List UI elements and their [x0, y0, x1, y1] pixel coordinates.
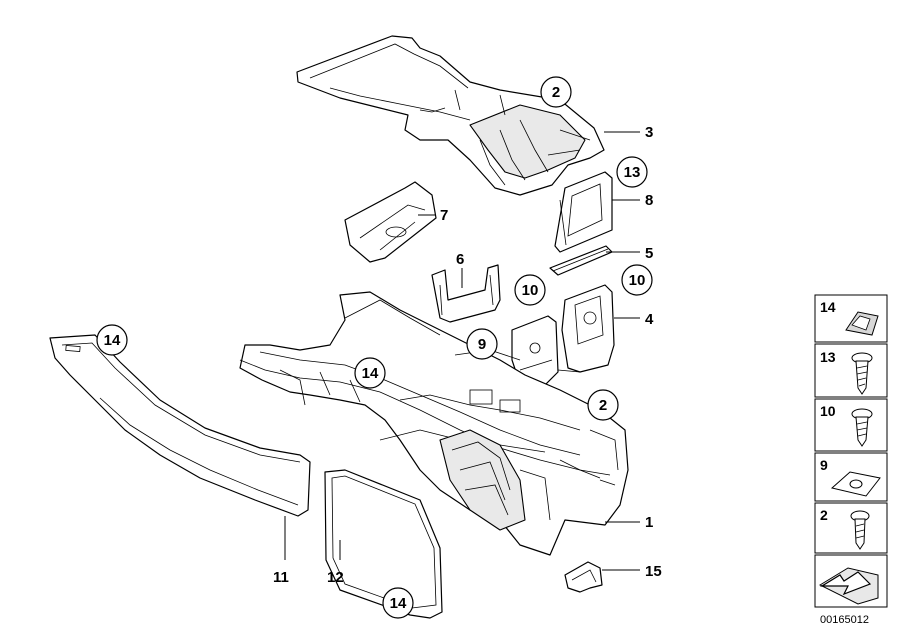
- svg-text:14: 14: [390, 595, 407, 612]
- svg-text:10: 10: [820, 403, 836, 419]
- circled-ref-9: 9: [466, 328, 498, 360]
- legend-item-10: 10: [814, 398, 888, 452]
- part-6-bracket: [431, 264, 501, 323]
- callout-6: 6: [456, 251, 464, 268]
- circled-refs: 2 13 10 10 9 14 14 2 14: [96, 76, 653, 619]
- part-4-bracket-plate: [511, 284, 615, 386]
- svg-text:9: 9: [820, 457, 828, 473]
- legend-item-2: 2: [814, 502, 888, 554]
- callout-7: 7: [440, 207, 448, 224]
- leader-lines: [284, 131, 640, 571]
- legend-item-9: 9: [814, 452, 888, 502]
- callout-4: 4: [645, 311, 654, 328]
- svg-text:2: 2: [820, 507, 828, 523]
- circled-ref-2-mid: 2: [587, 389, 619, 421]
- callout-12: 12: [327, 569, 344, 586]
- callout-8: 8: [645, 192, 653, 209]
- circled-ref-14-bottom: 14: [382, 587, 414, 619]
- part-11-side-trim: [49, 334, 311, 517]
- callout-15: 15: [645, 563, 662, 580]
- callout-1: 1: [645, 514, 653, 531]
- direction-arrow-icon: [818, 567, 879, 605]
- screw-icon: [850, 510, 870, 550]
- legend-arrow-box: [814, 554, 888, 608]
- part-15-bracket: [564, 561, 603, 593]
- part-8-bracket: [554, 171, 613, 253]
- part-3-upper-frame: [296, 35, 605, 196]
- callout-5: 5: [645, 245, 653, 262]
- part-7-bracket: [344, 181, 437, 263]
- legend-item-14: 14: [814, 294, 888, 343]
- screw-icon: [851, 408, 873, 447]
- circled-ref-13: 13: [616, 156, 648, 188]
- circled-ref-14-mid: 14: [354, 357, 386, 389]
- circled-ref-10-right: 10: [621, 264, 653, 296]
- clip-nut-icon: [845, 311, 879, 336]
- diagram-number: 00165012: [820, 614, 869, 626]
- svg-text:13: 13: [624, 164, 641, 181]
- svg-text:14: 14: [104, 332, 121, 349]
- svg-text:10: 10: [629, 272, 646, 289]
- svg-text:10: 10: [522, 282, 539, 299]
- callout-labels: 3 8 5 4 1 15 7 6 11 12: [273, 124, 662, 586]
- svg-text:14: 14: [820, 299, 836, 315]
- part-12-trim-panel: [324, 469, 443, 619]
- svg-text:9: 9: [478, 336, 486, 353]
- screw-icon: [851, 352, 873, 395]
- svg-text:2: 2: [552, 84, 560, 101]
- circled-ref-10-left: 10: [514, 274, 546, 306]
- clip-nut-icon: [830, 471, 881, 497]
- circled-ref-2-top: 2: [540, 76, 572, 108]
- svg-text:14: 14: [362, 365, 379, 382]
- legend: 14 13 10: [814, 294, 888, 626]
- callout-11: 11: [273, 569, 289, 586]
- svg-text:2: 2: [599, 397, 607, 414]
- legend-item-13: 13: [814, 343, 888, 398]
- part-1-console-body: [239, 291, 629, 556]
- circled-ref-14-left: 14: [96, 324, 128, 356]
- callout-3: 3: [645, 124, 653, 141]
- svg-text:13: 13: [820, 349, 836, 365]
